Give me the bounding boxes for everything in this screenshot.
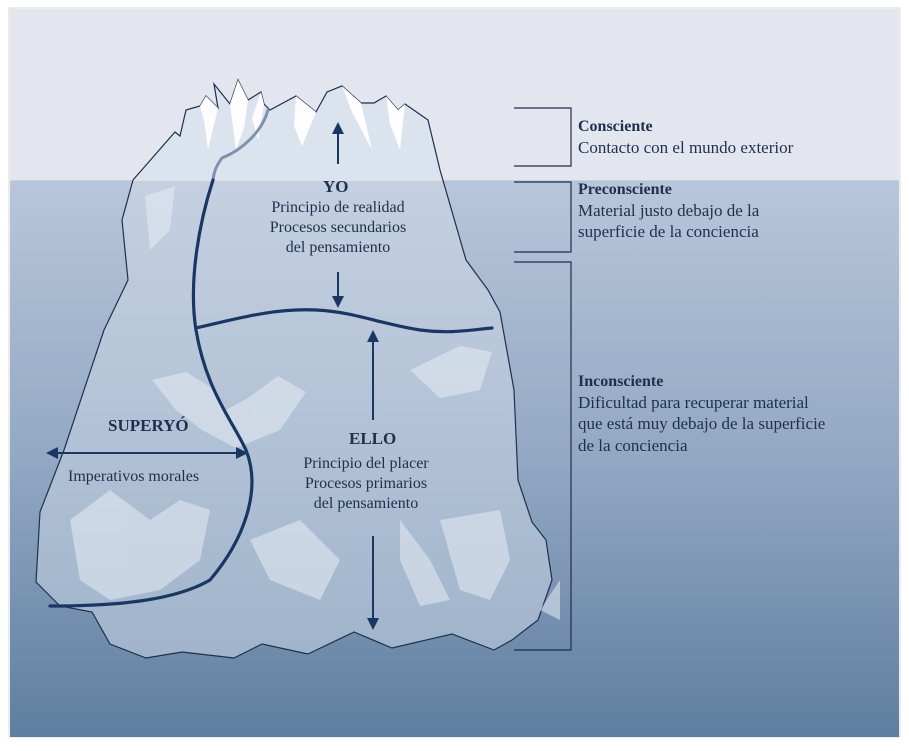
ice-highlights: [200, 80, 405, 150]
level-inconsciente-line-1: Dificultad para recuperar material: [578, 393, 809, 412]
ego-id-boundary: [194, 308, 494, 334]
arrows: [46, 122, 379, 630]
level-preconsciente-title: Preconsciente: [578, 181, 672, 198]
id-line-3: del pensamiento: [313, 495, 419, 512]
level-brackets: [514, 107, 572, 651]
ego-up-arrow-head: [332, 122, 344, 134]
level-consciente-title: Consciente: [578, 118, 653, 135]
level-inconsciente-line-3: de la conciencia: [578, 435, 688, 455]
id-line-1: Principio del placer: [303, 455, 429, 472]
ego-line-3: del pensamiento: [285, 239, 391, 256]
superego-line-1: Imperativos morales: [68, 468, 200, 485]
level-consciente: Consciente Contacto con el mundo exterio…: [578, 117, 793, 158]
level-preconsciente: Preconsciente Material justo debajo de l…: [578, 180, 759, 243]
superego-boundary-upper: [211, 108, 270, 182]
id-description: Principio del placer Procesos primarios …: [266, 454, 466, 514]
ego-description: Principio de realidad Procesos secundari…: [238, 198, 438, 258]
superego-title: SUPERYÓ: [108, 416, 189, 435]
id-title: ELLO: [349, 429, 397, 448]
bracket-consciente: [514, 107, 572, 167]
superego-arrow-right-head: [236, 447, 248, 459]
ego-down-arrow-head: [332, 296, 344, 308]
level-preconsciente-line-2: superficie de la conciencia: [578, 222, 759, 242]
level-inconsciente-line-2: que está muy debajo de la superficie: [578, 414, 826, 434]
superego-arrow-left-head: [46, 447, 58, 459]
id-line-2: Procesos primarios: [304, 475, 428, 492]
id-down-arrow-head: [367, 618, 379, 630]
ego-title: YO: [323, 177, 349, 196]
ice-facets: [70, 186, 560, 620]
level-preconsciente-line-1: Material justo debajo de la: [578, 201, 760, 220]
ego-line-1: Principio de realidad: [271, 199, 405, 216]
bracket-preconsciente: [514, 181, 572, 253]
superego-boundary: [48, 178, 254, 608]
id-up-arrow-head: [367, 330, 379, 342]
ego-line-2: Procesos secundarios: [269, 219, 407, 236]
level-consciente-line-1: Contacto con el mundo exterior: [578, 138, 794, 157]
level-inconsciente-title: Inconsciente: [578, 373, 664, 390]
level-inconsciente: Inconsciente Dificultad para recuperar m…: [578, 372, 825, 456]
bracket-inconsciente: [514, 261, 572, 651]
